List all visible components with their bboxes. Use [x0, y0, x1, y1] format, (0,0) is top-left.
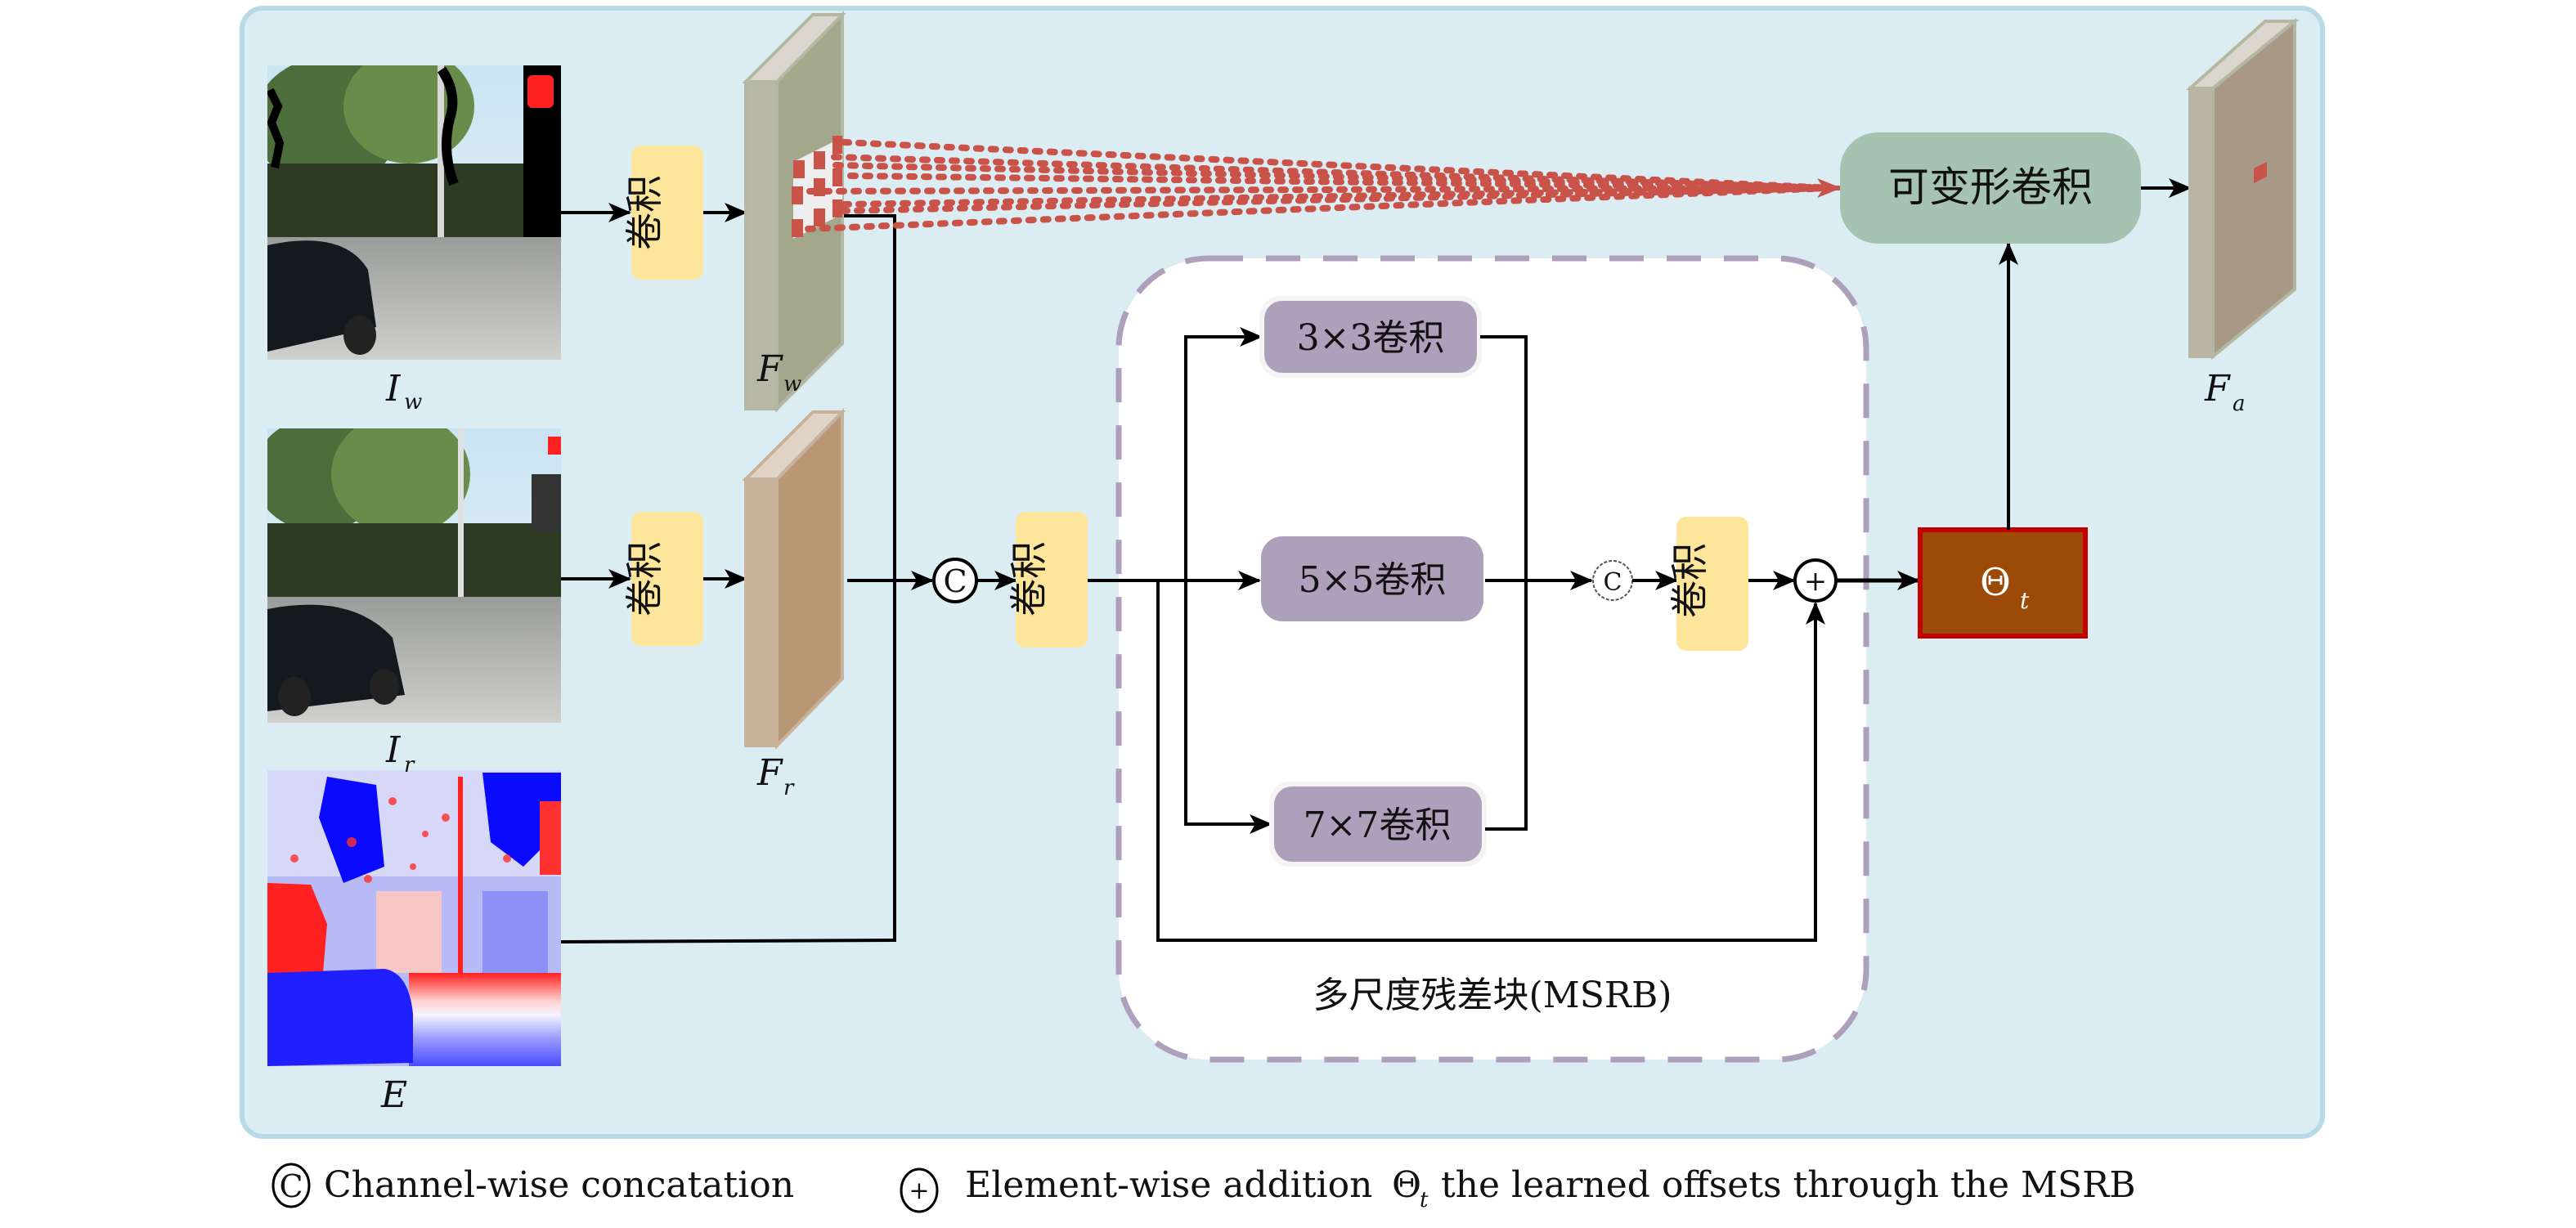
svg-text:卷积: 卷积 — [1667, 543, 1712, 618]
svg-text:Θ: Θ — [1980, 560, 2011, 604]
warped-image — [267, 65, 561, 360]
label-ir: I r — [385, 729, 415, 778]
svg-text:Element-wise addition: Element-wise addition — [965, 1164, 1372, 1206]
svg-text:F: F — [756, 752, 783, 794]
theta-offsets: Θ t — [1918, 527, 2088, 639]
svg-text:Channel-wise concatation: Channel-wise concatation — [324, 1164, 794, 1206]
connector-branch-7x7 — [1184, 580, 1272, 834]
svg-text:卷积: 卷积 — [622, 175, 666, 250]
svg-text:E: E — [380, 1074, 407, 1116]
svg-text:C: C — [943, 563, 967, 599]
svg-text:t: t — [2020, 587, 2030, 614]
inner-concat-node: C — [1592, 560, 1633, 601]
branch-7x7: 7×7卷积 — [1269, 782, 1487, 867]
concat-node: C — [932, 558, 978, 603]
legend-add: + Element-wise addition Θ t the learned … — [900, 1164, 2136, 1213]
msrb-title: 多尺度残差块(MSRB) — [1313, 975, 1672, 1016]
sampling-grid — [792, 136, 842, 239]
svg-text:可变形卷积: 可变形卷积 — [1888, 164, 2093, 211]
svg-text:5×5卷积: 5×5卷积 — [1299, 559, 1447, 601]
svg-text:7×7卷积: 7×7卷积 — [1304, 804, 1452, 846]
svg-text:+: + — [1804, 565, 1828, 598]
svg-text:卷积: 卷积 — [622, 541, 666, 616]
legend: C Channel-wise concatation + Element-wis… — [272, 1163, 2136, 1213]
label-fa: F a — [2204, 368, 2246, 416]
reference-image — [267, 428, 561, 723]
error-map — [267, 770, 561, 1066]
legend-concat: C Channel-wise concatation — [272, 1163, 794, 1208]
feature-fa — [2185, 17, 2300, 361]
add-node: + — [1793, 558, 1838, 603]
branch-3x3: 3×3卷积 — [1259, 296, 1482, 378]
svg-text:C: C — [279, 1168, 303, 1204]
connector-branch-3x3 — [1184, 327, 1263, 580]
label-fw: F w — [756, 348, 801, 397]
connector-3x3-out — [1480, 335, 1528, 831]
deformable-conv-block: 可变形卷积 — [1840, 132, 2141, 244]
offset-sampling-lines — [805, 139, 1835, 232]
conv-block-warped: 卷积 — [622, 146, 703, 280]
svg-text:a: a — [2233, 392, 2246, 416]
svg-text:卷积: 卷积 — [1007, 541, 1051, 616]
label-e: E — [380, 1074, 407, 1116]
svg-text:F: F — [756, 348, 783, 390]
svg-text:the learned offsets through th: the learned offsets through the MSRB — [1441, 1164, 2136, 1206]
branch-5x5: 5×5卷积 — [1261, 536, 1483, 621]
svg-text:Θ: Θ — [1392, 1164, 1421, 1206]
svg-text:w: w — [404, 390, 422, 415]
connector-e-concat — [560, 939, 895, 943]
svg-text:r: r — [783, 776, 795, 800]
feature-fr — [742, 408, 846, 750]
conv-block-reference: 卷积 — [622, 512, 703, 646]
connector-residual — [1156, 580, 1825, 942]
svg-text:F: F — [2204, 368, 2231, 410]
svg-text:C: C — [1604, 568, 1622, 597]
svg-text:I: I — [385, 729, 402, 771]
svg-text:w: w — [783, 372, 801, 397]
label-fr: F r — [756, 752, 795, 800]
svg-text:r: r — [404, 753, 415, 778]
svg-text:I: I — [385, 368, 402, 410]
connector-fw-concat — [844, 214, 896, 942]
conv-block-inner: 卷积 — [1667, 517, 1748, 651]
svg-text:t: t — [1420, 1188, 1429, 1212]
svg-text:+: + — [909, 1176, 929, 1205]
label-iw: I w — [385, 368, 422, 415]
conv-block-fusion: 卷积 — [1007, 512, 1088, 648]
svg-text:3×3卷积: 3×3卷积 — [1297, 317, 1445, 359]
